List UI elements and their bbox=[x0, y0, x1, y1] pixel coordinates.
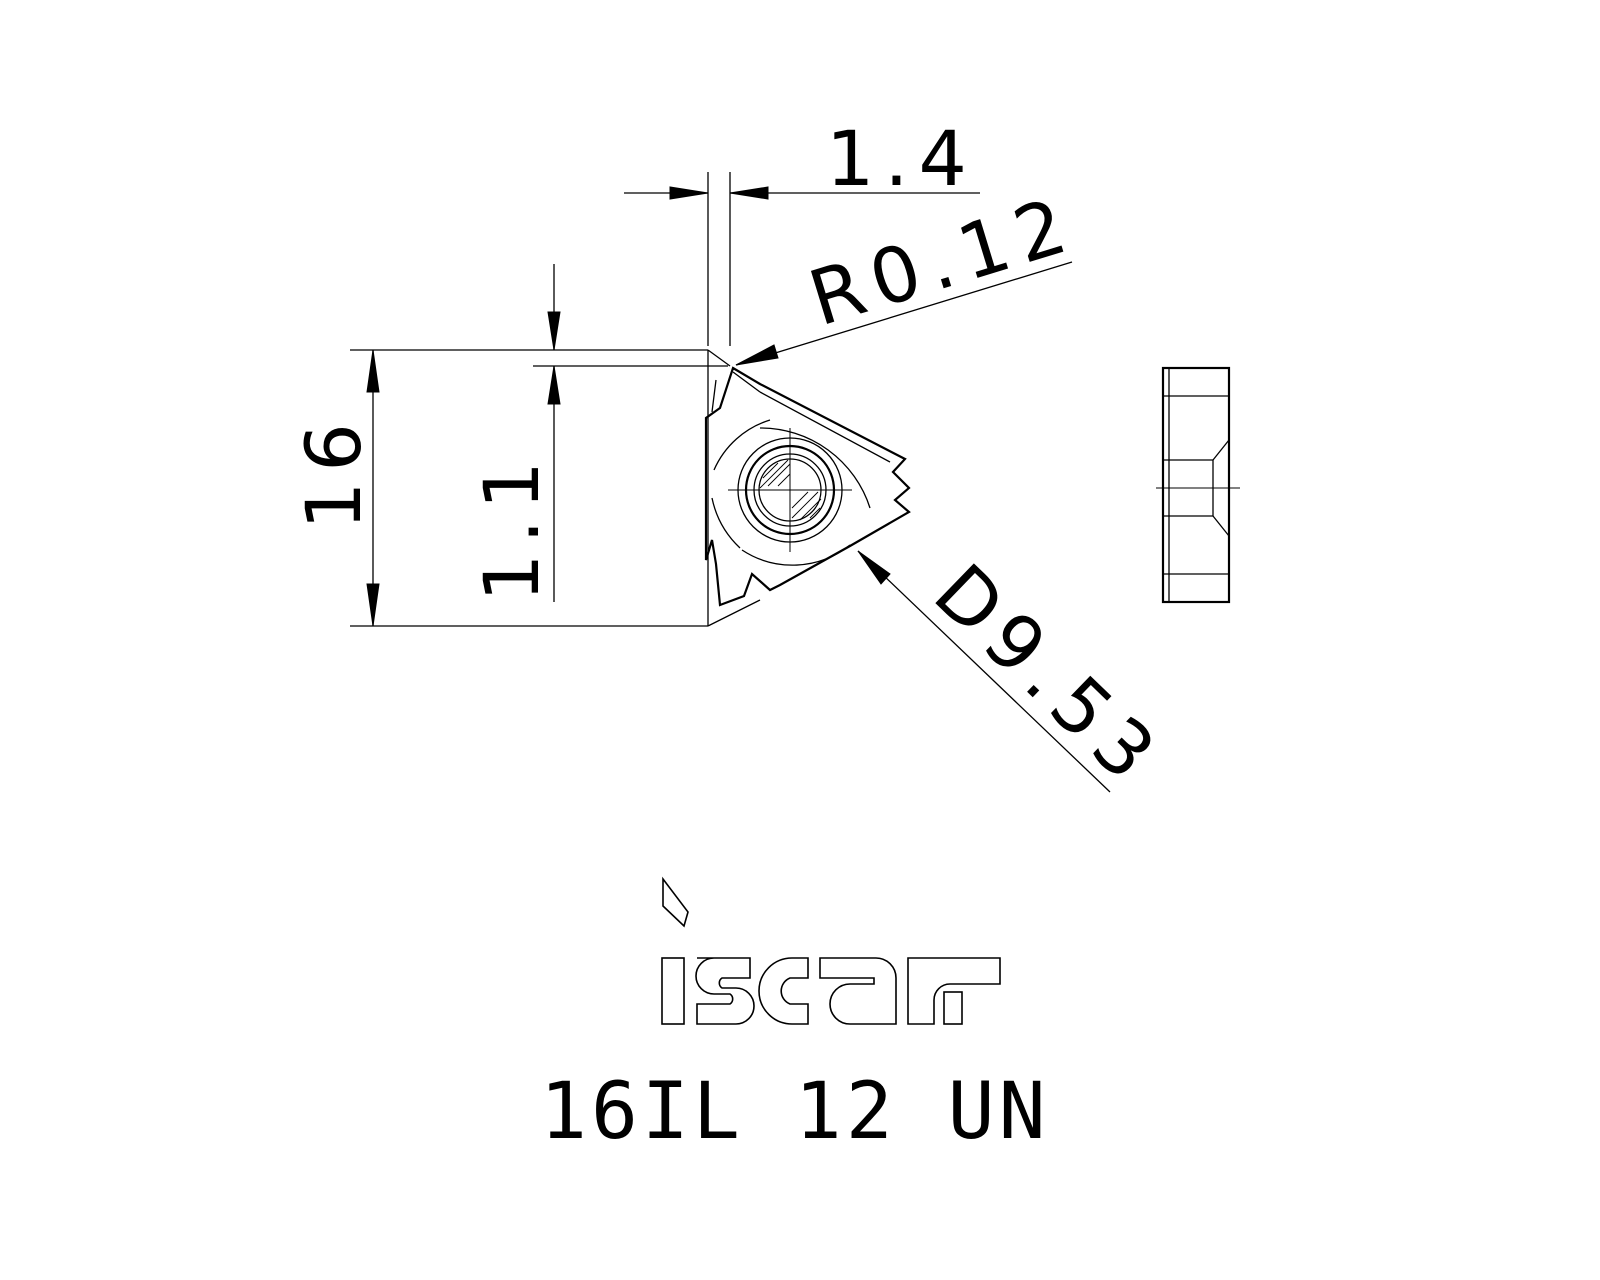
inscribed-diameter-label: D9.53 bbox=[917, 547, 1179, 804]
hole-hatching bbox=[759, 459, 822, 521]
iscar-logo bbox=[661, 876, 1001, 1025]
inscribed-diameter-dimension: D9.53 bbox=[857, 547, 1179, 804]
insert-size-label: 16 bbox=[289, 413, 378, 530]
corner-radius-dimension: R0.12 bbox=[735, 179, 1085, 366]
insert-side-view bbox=[1156, 366, 1240, 604]
depth-label: 1.1 bbox=[467, 451, 556, 602]
width-offset-label: 1.4 bbox=[826, 114, 977, 203]
depth-dimension: 1.1 bbox=[467, 264, 728, 602]
width-dimension: 1.4 bbox=[624, 114, 980, 346]
corner-radius-label: R0.12 bbox=[799, 179, 1085, 344]
insert-size-dimension: 16 bbox=[289, 349, 708, 627]
part-number: 16IL 12 UN bbox=[540, 1067, 1050, 1157]
insert-body bbox=[704, 349, 911, 627]
